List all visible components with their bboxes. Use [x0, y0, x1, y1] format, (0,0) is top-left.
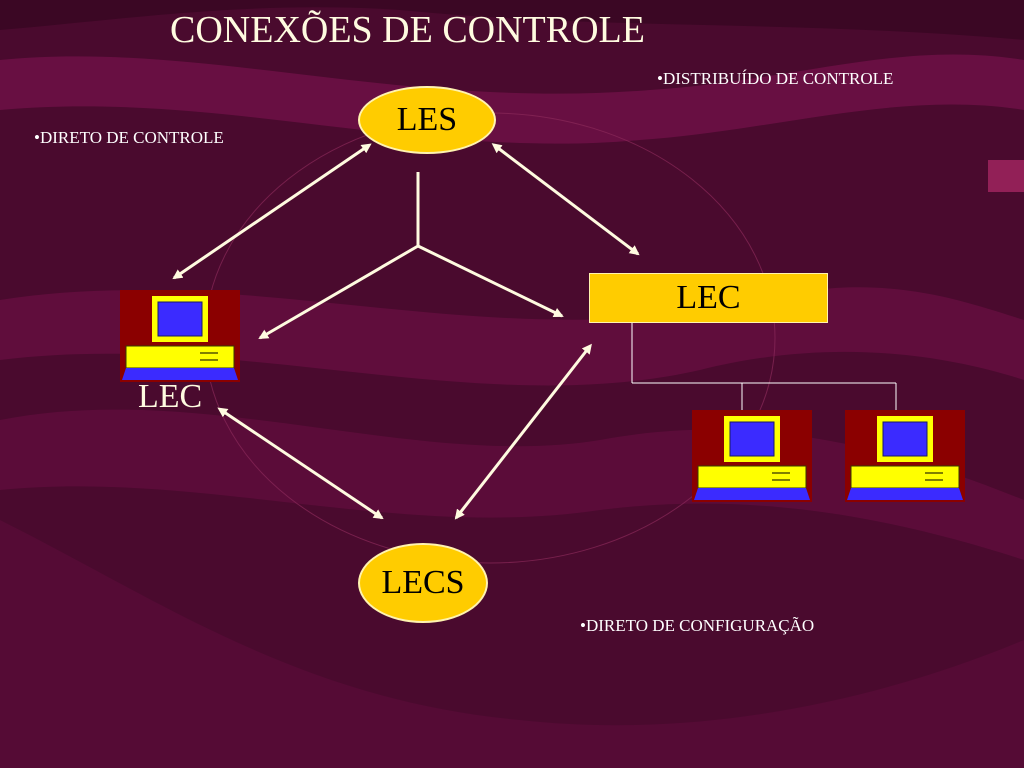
bullet-distribuido-controle: •DISTRIBUÍDO DE CONTROLE	[657, 69, 894, 88]
lec-right-node: LEC	[589, 273, 828, 323]
arrow-les-lec-left	[172, 143, 372, 280]
arrow-les-lec-right	[491, 143, 640, 256]
computer-icon	[844, 409, 966, 503]
lec-left-label: LEC	[138, 378, 203, 415]
arrow-lec-right-lecs	[454, 343, 592, 520]
computer-icon	[691, 409, 813, 503]
fork-arrow-left	[258, 244, 419, 340]
arrow-lec-left-lecs	[217, 407, 384, 520]
lecs-node: LECS	[358, 543, 488, 623]
les-node: LES	[358, 86, 496, 154]
bullet-direto-controle: •DIRETO DE CONTROLE	[34, 128, 224, 147]
slide-title: CONEXÕES DE CONTROLE	[170, 9, 645, 51]
fork-arrow-right	[417, 244, 564, 318]
computer-icon	[119, 289, 241, 383]
bullet-direto-configuracao: •DIRETO DE CONFIGURAÇÃO	[580, 616, 815, 635]
